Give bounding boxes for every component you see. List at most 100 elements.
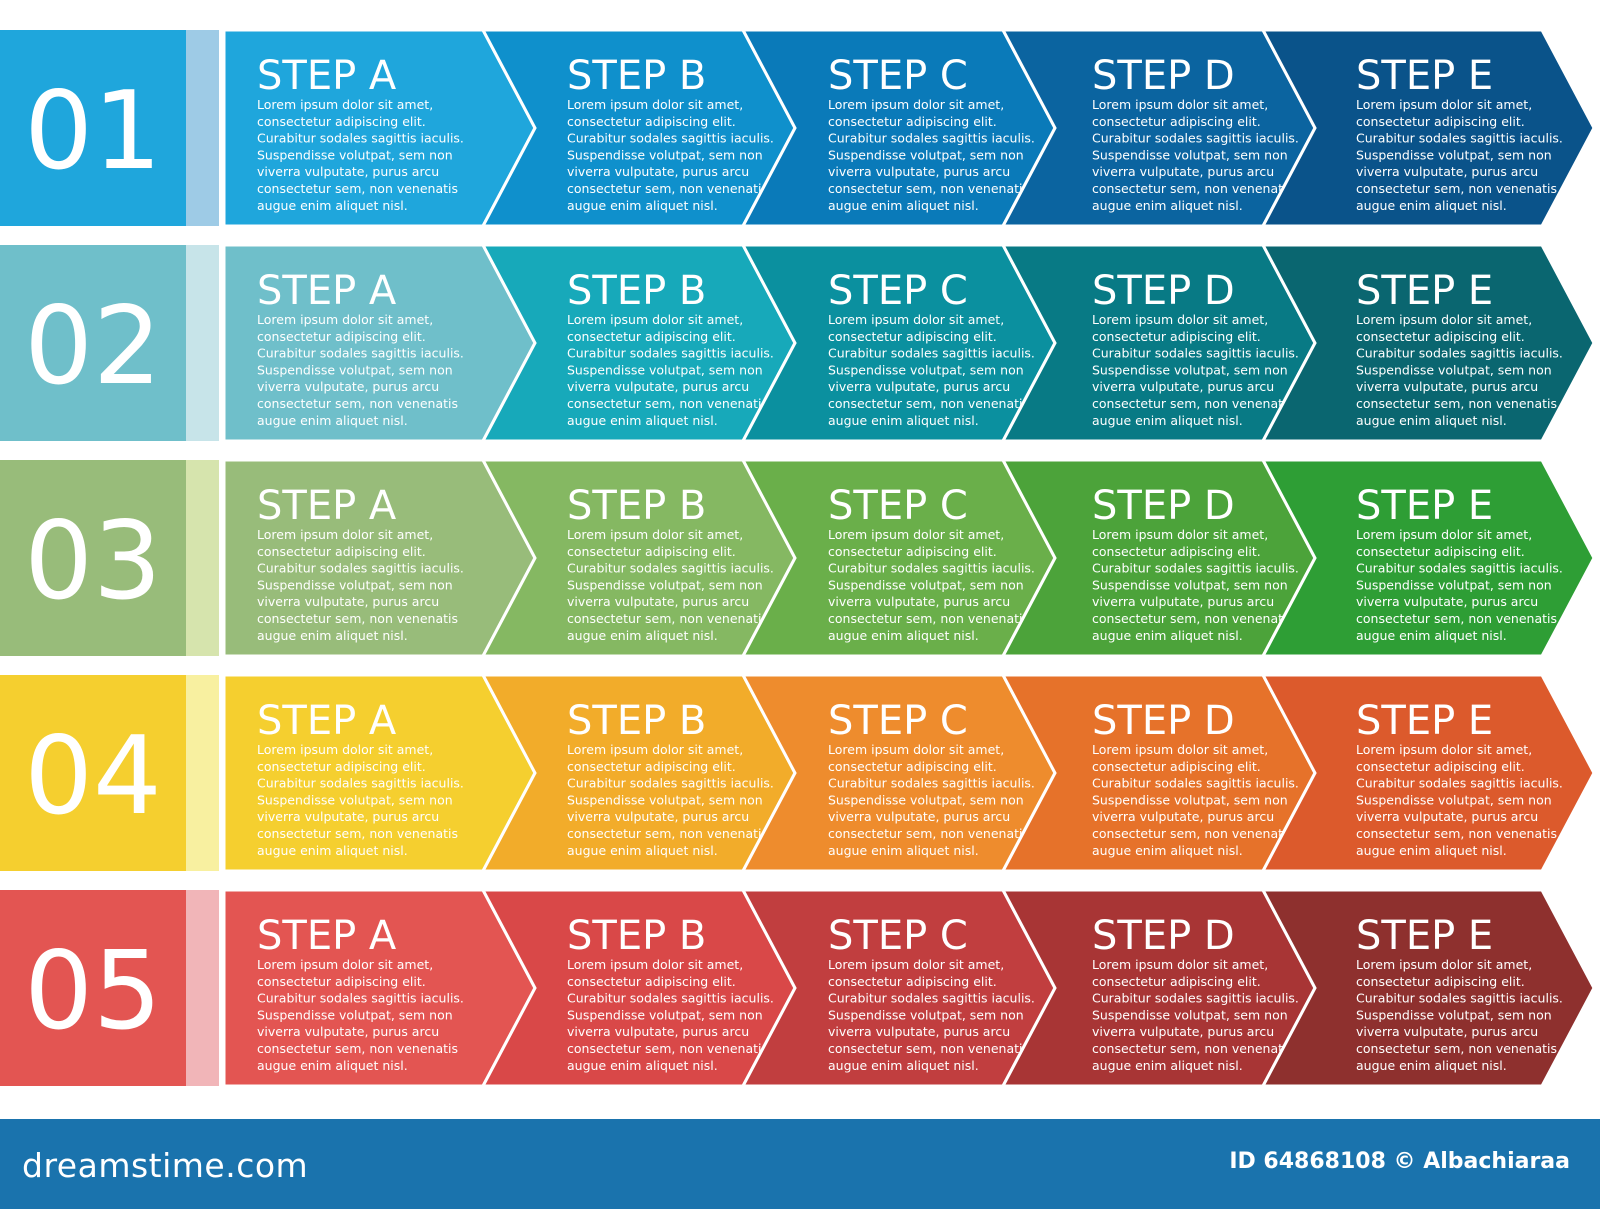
step-body-line: consectetur sem, non venenatis [1092,396,1293,411]
step-body-line: augue enim aliquet nisl. [1092,413,1243,428]
step-body-line: augue enim aliquet nisl. [257,1058,408,1073]
step-body-line: viverra vulputate, purus arcu [567,594,749,609]
step-body-line: viverra vulputate, purus arcu [1092,164,1274,179]
step-body-line: Curabitur sodales sagittis iaculis. [1092,346,1299,361]
step-body-line: Curabitur sodales sagittis iaculis. [1092,561,1299,576]
step-body-line: Suspendisse volutpat, sem non [1356,1007,1552,1022]
step-body-line: consectetur sem, non venenatis [567,826,768,841]
step-body-line: viverra vulputate, purus arcu [828,809,1010,824]
step-body-line: Lorem ipsum dolor sit amet, [257,957,433,972]
step-body-line: consectetur sem, non venenatis [828,1041,1029,1056]
step-body-line: augue enim aliquet nisl. [567,1058,718,1073]
row-stripe [186,675,219,871]
step-body-line: consectetur adipiscing elit. [567,759,736,774]
step-body-line: Curabitur sodales sagittis iaculis. [1356,561,1563,576]
row-number: 01 [24,69,161,194]
step-title: STEP E [1356,483,1493,529]
step-body-line: consectetur sem, non venenatis [1356,396,1557,411]
step-body-line: consectetur sem, non venenatis [1356,826,1557,841]
step-title: STEP D [1092,913,1235,959]
step-body-line: consectetur sem, non venenatis [1092,826,1293,841]
step-body-line: consectetur sem, non venenatis [257,826,458,841]
step-body-line: Lorem ipsum dolor sit amet, [567,97,743,112]
step-body-line: viverra vulputate, purus arcu [828,594,1010,609]
step-body-line: consectetur adipiscing elit. [1356,114,1525,129]
step-body-line: viverra vulputate, purus arcu [1092,594,1274,609]
row-number: 05 [24,929,161,1054]
step-body-line: Suspendisse volutpat, sem non [1356,147,1552,162]
step-body-line: Lorem ipsum dolor sit amet, [1356,527,1532,542]
step-body-line: augue enim aliquet nisl. [567,628,718,643]
step-body-line: Curabitur sodales sagittis iaculis. [257,346,464,361]
step-body-line: viverra vulputate, purus arcu [1356,164,1538,179]
step-body-line: viverra vulputate, purus arcu [257,164,439,179]
step-body-line: augue enim aliquet nisl. [257,413,408,428]
step-body-line: consectetur sem, non venenatis [257,181,458,196]
step-body-line: consectetur sem, non venenatis [567,611,768,626]
step-body-line: Suspendisse volutpat, sem non [1356,577,1552,592]
step-body-line: Suspendisse volutpat, sem non [828,362,1024,377]
step-body-line: consectetur adipiscing elit. [257,759,426,774]
step-body-line: augue enim aliquet nisl. [257,628,408,643]
arrow-shape [1260,243,1596,443]
step-body-line: viverra vulputate, purus arcu [567,164,749,179]
step-body-line: Lorem ipsum dolor sit amet, [567,957,743,972]
step-body-line: viverra vulputate, purus arcu [567,379,749,394]
step-body-line: augue enim aliquet nisl. [1356,628,1507,643]
step-body-line: augue enim aliquet nisl. [1092,843,1243,858]
step-body-line: augue enim aliquet nisl. [1356,843,1507,858]
step-body-line: augue enim aliquet nisl. [828,1058,979,1073]
row-number-block [0,675,186,871]
step-body-line: Lorem ipsum dolor sit amet, [567,312,743,327]
step-body-line: consectetur adipiscing elit. [1356,544,1525,559]
footer-bar: dreamstime.com ID 64868108 © Albachiaraa [0,1119,1600,1209]
step-body-line: Lorem ipsum dolor sit amet, [1092,957,1268,972]
step-body-line: viverra vulputate, purus arcu [1092,379,1274,394]
step-body-line: Suspendisse volutpat, sem non [828,577,1024,592]
step-body-line: consectetur sem, non venenatis [1092,1041,1293,1056]
step-body-line: consectetur sem, non venenatis [1356,611,1557,626]
step-body-line: Lorem ipsum dolor sit amet, [257,742,433,757]
step-body-line: consectetur sem, non venenatis [257,611,458,626]
step-body-line: Suspendisse volutpat, sem non [567,1007,763,1022]
step-body-line: Suspendisse volutpat, sem non [1092,147,1288,162]
row-01: 01 STEP A Lorem ipsum dolor sit amet, conse… [0,28,1596,228]
step-body-line: Lorem ipsum dolor sit amet, [828,957,1004,972]
step-body-line: consectetur adipiscing elit. [1092,114,1261,129]
step-body-line: consectetur adipiscing elit. [1092,759,1261,774]
step-body-line: Lorem ipsum dolor sit amet, [1356,312,1532,327]
row-stripe [186,890,219,1086]
step-title: STEP A [257,268,397,314]
step-title: STEP A [257,53,397,99]
step-body-line: Lorem ipsum dolor sit amet, [828,527,1004,542]
step-body-line: consectetur adipiscing elit. [828,544,997,559]
step-body-line: augue enim aliquet nisl. [1092,1058,1243,1073]
step-title: STEP A [257,483,397,529]
step-body-line: Lorem ipsum dolor sit amet, [1356,97,1532,112]
step-title: STEP D [1092,268,1235,314]
step-body-line: consectetur adipiscing elit. [1092,544,1261,559]
step-title: STEP D [1092,53,1235,99]
step-title: STEP D [1092,698,1235,744]
footer-credit: ID 64868108 © Albachiaraa [1229,1149,1570,1174]
step-body-line: consectetur adipiscing elit. [828,974,997,989]
arrow-shape [1260,458,1596,658]
step-body-line: consectetur adipiscing elit. [1092,329,1261,344]
step-body-line: Curabitur sodales sagittis iaculis. [567,991,774,1006]
step-body-line: Suspendisse volutpat, sem non [257,1007,453,1022]
step-body-line: consectetur adipiscing elit. [828,114,997,129]
step-body-line: viverra vulputate, purus arcu [828,1024,1010,1039]
step-body-line: consectetur sem, non venenatis [257,396,458,411]
step-body-line: augue enim aliquet nisl. [828,413,979,428]
step-body-line: consectetur adipiscing elit. [257,544,426,559]
step-body-line: Suspendisse volutpat, sem non [1356,362,1552,377]
step-body-line: consectetur adipiscing elit. [828,329,997,344]
step-body-line: Curabitur sodales sagittis iaculis. [1356,346,1563,361]
step-body-line: Lorem ipsum dolor sit amet, [567,527,743,542]
